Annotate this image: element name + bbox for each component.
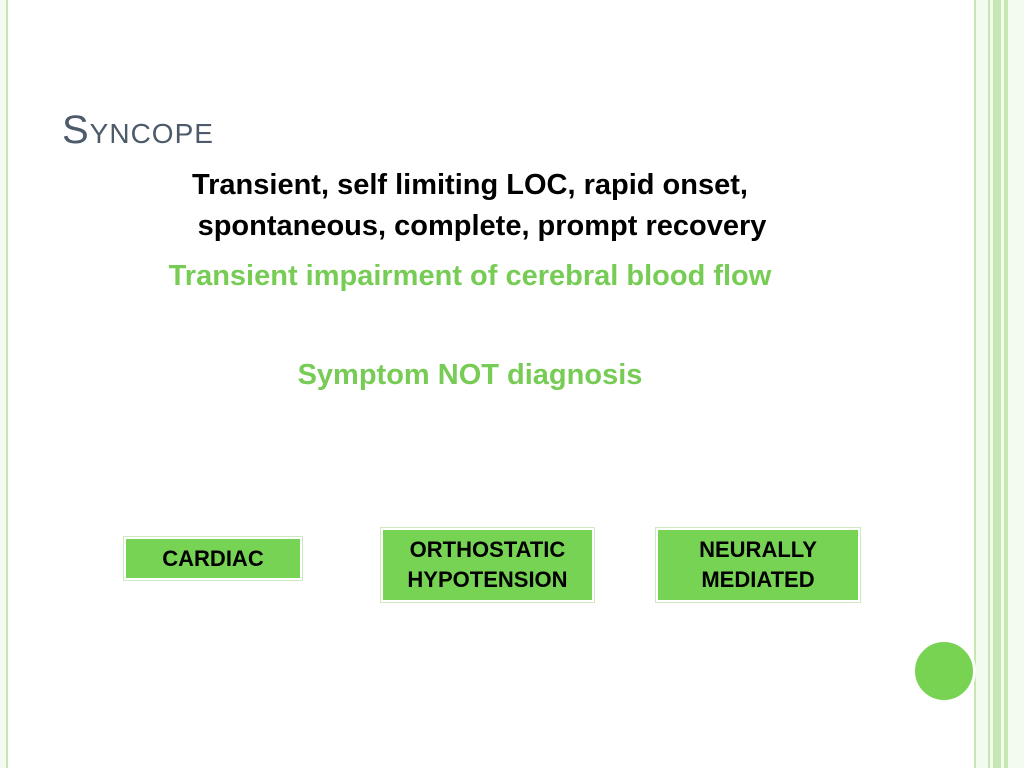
category-box-neurally-mediated: NEURALLY MEDIATED [656,528,860,602]
category-box-cardiac: CARDIAC [124,537,302,580]
frame-stripe [976,0,988,768]
decorative-circle [912,639,976,703]
frame-stripe [993,0,1001,768]
slide-left-border [0,0,8,768]
category-label-line-2: HYPOTENSION [407,567,568,592]
frame-stripe [988,0,990,768]
definition-line-1: Transient, self limiting LOC, rapid onse… [192,169,748,201]
category-label-line-1: ORTHOSTATIC [409,537,566,562]
definition-line-2: spontaneous, complete, prompt recovery [197,210,767,242]
frame-stripe [1008,0,1024,768]
frame-stripe [1004,0,1008,768]
frame-stripe [1001,0,1004,768]
category-label-line-1: NEURALLY [699,537,817,562]
frame-stripe [974,0,976,768]
category-label-line-2: MEDIATED [701,567,815,592]
category-box-orthostatic-hypotension: ORTHOSTATIC HYPOTENSION [381,528,594,602]
category-label: CARDIAC [162,545,264,571]
mechanism-line: Transient impairment of cerebral blood f… [168,260,772,292]
slide-title: Syncope [62,108,214,152]
slide-right-frame [974,0,1024,768]
frame-stripe [990,0,993,768]
symptom-note: Symptom NOT diagnosis [297,359,643,391]
